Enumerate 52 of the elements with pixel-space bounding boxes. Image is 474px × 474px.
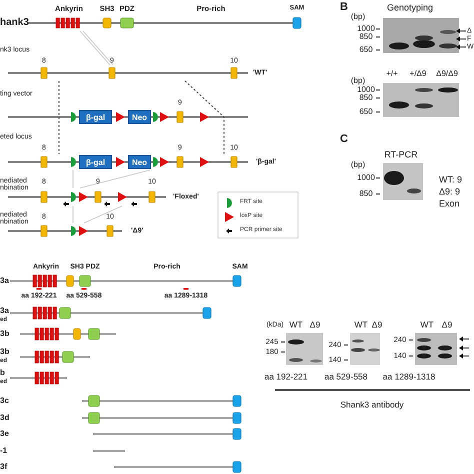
label-text: Exon [439, 199, 460, 209]
label-text: Genotyping [386, 3, 434, 13]
label-text: 650 [359, 108, 373, 116]
marker-cassette-box: Neo [128, 155, 151, 169]
label-text: Δ9 [310, 320, 320, 330]
label-text: 3c [0, 396, 9, 406]
label-text: WT [354, 320, 368, 330]
label-text: 850 [359, 32, 373, 42]
marker-cassette-box: β-gal [79, 155, 112, 169]
label-text: 850 [359, 190, 373, 198]
dashed-line [58, 80, 60, 154]
label-text: 3d [0, 414, 10, 422]
label-text: aa 529-558 [324, 372, 368, 382]
label-text: WT [420, 320, 434, 330]
label-text: 3e [0, 430, 9, 438]
connector-line [72, 170, 74, 188]
label-text: aa 192-221 [264, 372, 308, 382]
label-text: RT-PCR [384, 150, 418, 160]
label-text: (bp) [350, 160, 366, 170]
label-text: +/+ [386, 70, 398, 78]
label-text: b [0, 368, 5, 378]
label-text: 3a [0, 276, 9, 286]
marker-cassette-box: Neo [128, 110, 151, 124]
marker-cassette-box: β-gal [79, 110, 112, 124]
label-text: WT: 9 [439, 175, 462, 185]
label-text: Δ9 [442, 320, 452, 330]
dashed-line [184, 80, 224, 154]
label-text: 1000 [357, 24, 375, 33]
label-text: Δ9: 9 [439, 187, 460, 197]
label-text: Shank3 antibody [340, 400, 404, 410]
label-text: 3b [0, 348, 10, 356]
label-text: -1 [0, 446, 8, 456]
label-text: 3f [0, 462, 8, 472]
connector-line [84, 206, 122, 224]
label-text: 3a [0, 306, 9, 316]
label-text: Δ9/Δ9 [436, 70, 458, 78]
label-text: aa 1289-1318 [382, 372, 436, 382]
label-text: B [340, 2, 348, 14]
label-text: 1000 [357, 86, 375, 94]
label-text: C [340, 134, 348, 146]
label-text: (bp) [350, 12, 366, 22]
label-text: WT [289, 320, 303, 330]
label-text: Δ9 [372, 320, 382, 330]
label-text: 850 [359, 94, 373, 102]
label-text: 1000 [357, 174, 375, 182]
label-text: +/Δ9 [410, 70, 426, 78]
label-text: (bp) [350, 76, 366, 86]
label-text: 650 [359, 46, 373, 54]
connector-line [80, 170, 150, 188]
connector-line [72, 206, 74, 224]
label-text: hank3 [0, 18, 29, 28]
label-text: 3b [0, 330, 10, 338]
